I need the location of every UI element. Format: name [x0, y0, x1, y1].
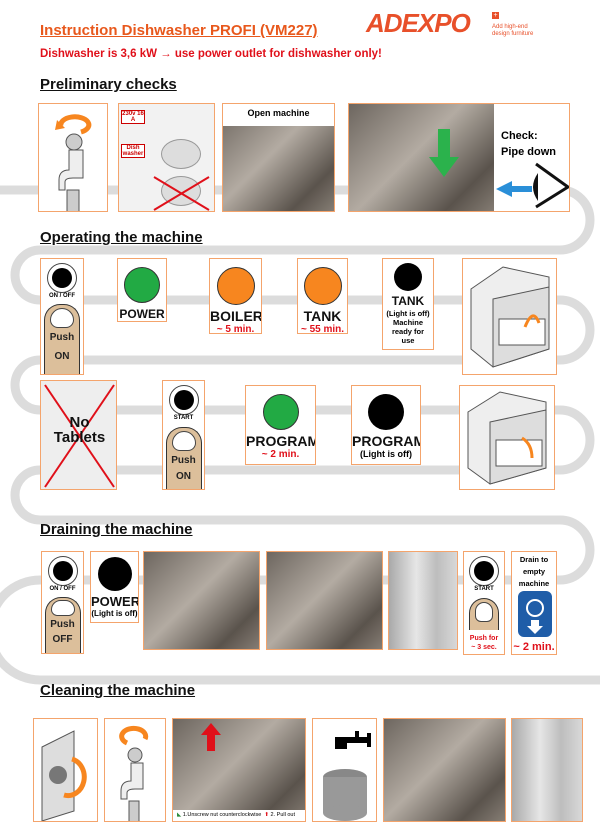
green-down-arrow-icon	[429, 129, 459, 177]
drain-plug-photo	[143, 551, 260, 650]
main-switch-off-illustration	[33, 718, 98, 822]
faucet-icon	[335, 731, 371, 749]
heading-operating: Operating the machine	[40, 229, 203, 246]
unload-dishwasher-illustration	[459, 385, 555, 490]
power-warning: Dishwasher is 3,6 kW → use power outlet …	[40, 48, 382, 60]
red-up-arrow-icon	[201, 723, 221, 751]
dishwasher-closed-photo	[511, 718, 583, 822]
power-light-green: POWER	[117, 258, 167, 322]
boiler-light-orange: BOILER~ 5 min.	[209, 258, 262, 334]
pipe-check-panel: Check:Pipe down	[348, 103, 570, 212]
red-cross-icon	[44, 384, 115, 488]
program-light-off: PROGRAM(Light is off)	[351, 385, 421, 465]
water-tap-icon	[55, 114, 92, 211]
drain-pump-icon	[518, 591, 552, 637]
tank-light-orange: TANK~ 55 min.	[297, 258, 348, 334]
adexpo-logo: ADEXPO	[366, 8, 471, 38]
red-cross-icon	[153, 176, 210, 211]
power-outlet-photo: 230v 16 A Dish washer	[118, 103, 215, 212]
tap-open-illustration	[38, 103, 108, 212]
power-light-off: POWER(Light is off)	[90, 551, 139, 623]
open-machine-photo: Open machine	[222, 103, 335, 212]
reinsert-parts-photo	[383, 718, 506, 822]
pipe-photo	[349, 104, 494, 211]
heading-preliminary: Preliminary checks	[40, 76, 177, 93]
document-title: Instruction Dishwasher PROFI (VM227)	[40, 22, 318, 39]
water-tap-icon	[119, 725, 149, 821]
swiss-cross-icon: +	[492, 12, 499, 19]
overflow-pipe-removed-photo	[266, 551, 383, 650]
start-push-3sec-illustration[interactable]: START Push for~ 3 sec.	[463, 551, 505, 655]
eye-icon	[496, 162, 569, 209]
program-light-green: PROGRAM~ 2 min.	[245, 385, 316, 465]
rinse-filter-illustration	[312, 718, 377, 822]
load-dishwasher-illustration	[462, 258, 557, 375]
tap-close-illustration	[104, 718, 166, 822]
dishwasher-front-photo	[388, 551, 458, 650]
heading-cleaning: Cleaning the machine	[40, 682, 196, 699]
heading-draining: Draining the machine	[40, 521, 193, 538]
unscrew-filter-photo: ◣ 1.Unscrew nut counterclockwise ⬆ 2. Pu…	[172, 718, 306, 822]
tank-light-off: TANK(Light is off)Machine ready for use	[382, 258, 434, 350]
